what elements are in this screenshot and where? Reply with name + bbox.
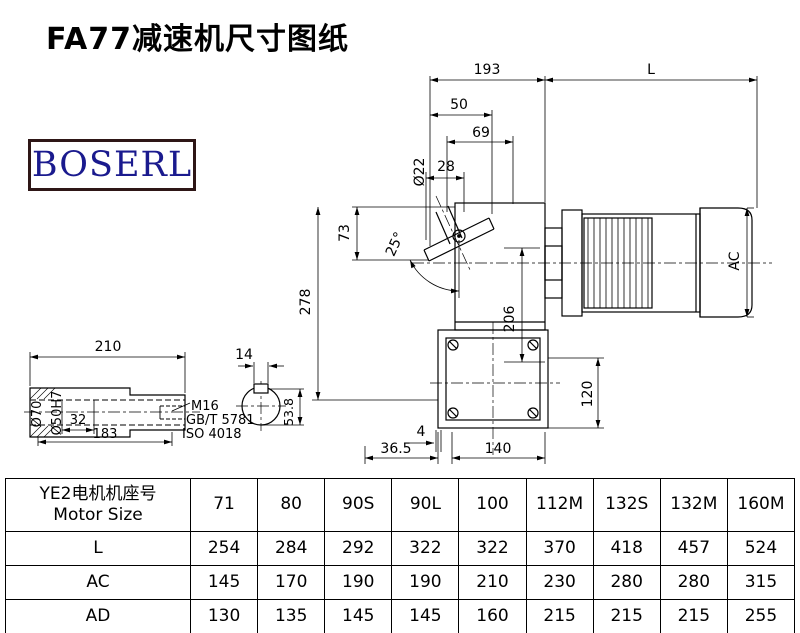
fan-cover bbox=[699, 207, 753, 318]
cell: 230 bbox=[525, 565, 594, 600]
dim-50: 50 bbox=[450, 97, 468, 113]
shaft-outline bbox=[29, 387, 186, 438]
cell: 457 bbox=[659, 531, 728, 566]
cell: 145 bbox=[189, 565, 259, 600]
row-label: L bbox=[5, 531, 191, 566]
cell: 315 bbox=[726, 565, 796, 600]
dim-phi70: Ø70 bbox=[30, 401, 45, 428]
cell: 145 bbox=[324, 599, 393, 633]
keyway-slot bbox=[253, 383, 269, 394]
row-label: AC bbox=[5, 565, 191, 600]
boserl-logo: BOSERL bbox=[28, 139, 196, 191]
gearbox-face-plate bbox=[445, 337, 541, 421]
frame-size-col: 90S bbox=[324, 478, 393, 532]
dim-120: 120 bbox=[580, 381, 596, 408]
cell: 135 bbox=[257, 599, 326, 633]
cell: 215 bbox=[659, 599, 728, 633]
table-row-L: L 254 284 292 322 322 370 418 457 524 bbox=[5, 531, 796, 566]
row-label: AD bbox=[5, 599, 191, 633]
dim-28: 28 bbox=[437, 159, 455, 175]
cell: 130 bbox=[189, 599, 259, 633]
motor-outline bbox=[544, 207, 753, 318]
frame-size-col: 71 bbox=[189, 478, 259, 532]
dim-phi50h7: Ø50H7 bbox=[50, 391, 65, 436]
label-gbt-5781: GB/T 5781 bbox=[186, 413, 255, 428]
frame-size-col: 132S bbox=[592, 478, 661, 532]
m16-tapped-hole bbox=[160, 405, 185, 420]
dim-206: 206 bbox=[502, 306, 518, 333]
cell: 255 bbox=[726, 599, 796, 633]
table-row-AD: AD 130 135 145 145 160 215 215 215 255 bbox=[5, 599, 796, 633]
frame-size-col: 112M bbox=[525, 478, 594, 532]
frame-size-col: 160M bbox=[726, 478, 796, 532]
cell: 215 bbox=[525, 599, 594, 633]
cell: 418 bbox=[592, 531, 661, 566]
cell: 524 bbox=[726, 531, 796, 566]
cell: 190 bbox=[391, 565, 460, 600]
dimension-lines bbox=[29, 76, 758, 464]
cell: 145 bbox=[391, 599, 460, 633]
cell: 254 bbox=[189, 531, 259, 566]
cell: 170 bbox=[257, 565, 326, 600]
dim-14: 14 bbox=[235, 347, 253, 363]
dim-183: 183 bbox=[93, 427, 118, 442]
cell: 370 bbox=[525, 531, 594, 566]
face-screws bbox=[447, 339, 539, 419]
gearbox-upper-body bbox=[454, 202, 546, 331]
cell: 210 bbox=[458, 565, 527, 600]
logo-text: BOSERL bbox=[31, 145, 193, 185]
cell: 280 bbox=[592, 565, 661, 600]
dimension-labels: 193 L 50 69 Ø22 28 73 25° 278 206 AC 120… bbox=[30, 62, 743, 457]
motor-dimension-table: YE2电机机座号 Motor Size 71 80 90S 90L 100 11… bbox=[5, 478, 796, 633]
dim-L: L bbox=[647, 62, 655, 78]
label-iso-4018: ISO 4018 bbox=[182, 427, 242, 442]
dim-53-8: 53.8 bbox=[281, 398, 296, 426]
motor-size-header-cn: YE2电机机座号 bbox=[39, 483, 157, 504]
dim-210: 210 bbox=[95, 339, 122, 355]
motor-size-header: YE2电机机座号 Motor Size bbox=[5, 478, 191, 532]
centerlines bbox=[24, 195, 772, 455]
table-header-row: YE2电机机座号 Motor Size 71 80 90S 90L 100 11… bbox=[5, 478, 796, 532]
dim-69: 69 bbox=[472, 125, 490, 141]
shaft-bore bbox=[30, 399, 185, 426]
dim-25deg: 25° bbox=[383, 230, 408, 259]
frame-size-col: 90L bbox=[391, 478, 460, 532]
dim-36-5: 36.5 bbox=[380, 441, 411, 457]
m16-leader bbox=[171, 402, 191, 412]
table-row-AC: AC 145 170 190 190 210 230 280 280 315 bbox=[5, 565, 796, 600]
cell: 292 bbox=[324, 531, 393, 566]
dim-32: 32 bbox=[70, 413, 87, 428]
motor-size-header-en: Motor Size bbox=[53, 505, 143, 525]
frame-size-col: 100 bbox=[458, 478, 527, 532]
page-title: FA77减速机尺寸图纸 bbox=[46, 22, 350, 57]
shaft-detail bbox=[29, 387, 191, 438]
dim-4: 4 bbox=[417, 424, 426, 440]
label-m16: M16 bbox=[191, 399, 219, 414]
motor-fins bbox=[587, 218, 649, 308]
dim-73: 73 bbox=[337, 224, 353, 242]
dim-278: 278 bbox=[298, 289, 314, 316]
dim-140: 140 bbox=[485, 441, 512, 457]
gearbox-outline bbox=[423, 202, 549, 429]
dim-phi22: Ø22 bbox=[412, 158, 428, 187]
cell: 280 bbox=[659, 565, 728, 600]
output-bore bbox=[435, 205, 463, 245]
section-hatch bbox=[29, 387, 56, 438]
cell: 215 bbox=[592, 599, 661, 633]
cell: 160 bbox=[458, 599, 527, 633]
technical-drawing: 193 L 50 69 Ø22 28 73 25° 278 206 AC 120… bbox=[24, 62, 772, 464]
angle-arc bbox=[409, 259, 460, 294]
cell: 190 bbox=[324, 565, 393, 600]
dim-AC: AC bbox=[727, 251, 743, 270]
cell: 322 bbox=[458, 531, 527, 566]
tilted-flange bbox=[423, 217, 495, 262]
dim-193: 193 bbox=[474, 62, 501, 78]
gearbox-lower-body bbox=[437, 329, 549, 429]
frame-size-col: 80 bbox=[257, 478, 326, 532]
frame-size-col: 132M bbox=[659, 478, 728, 532]
cell: 284 bbox=[257, 531, 326, 566]
cell: 322 bbox=[391, 531, 460, 566]
